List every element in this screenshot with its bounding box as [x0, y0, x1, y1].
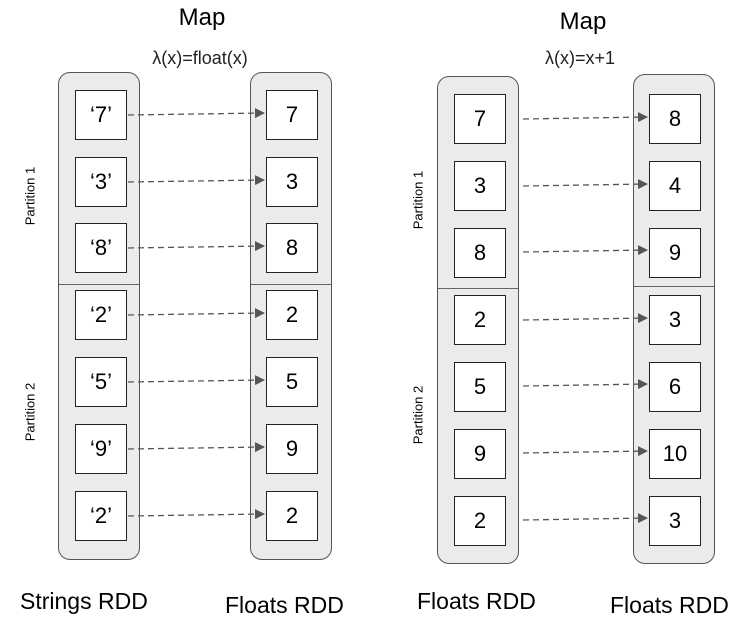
- right-arrow-4: [522, 313, 648, 324]
- right-arrow-6: [522, 446, 648, 457]
- left-map-title: Map: [178, 4, 226, 31]
- right-source-element-5: 5: [454, 362, 506, 412]
- left-target-element-7: 2: [266, 491, 318, 541]
- left-target-element-5: 5: [266, 357, 318, 407]
- right-map-function: λ(x)=x+1: [544, 48, 616, 68]
- right-target-element-5: 6: [649, 362, 701, 412]
- left-source-element-6: ‘9’: [75, 424, 127, 474]
- left-arrow-7: [127, 509, 265, 520]
- left-source-partition-divider: [59, 284, 139, 285]
- left-target-element-3: 8: [266, 223, 318, 273]
- right-target-caption: Floats RDD: [610, 592, 729, 618]
- right-target-element-6: 10: [649, 429, 701, 479]
- left-source-element-1: ‘7’: [75, 90, 127, 140]
- left-arrow-6: [127, 442, 265, 453]
- left-arrow-4: [127, 308, 265, 319]
- right-map-title: Map: [559, 8, 607, 35]
- right-source-element-2: 3: [454, 161, 506, 211]
- left-arrow-5: [127, 375, 265, 386]
- left-source-element-7: ‘2’: [75, 491, 127, 541]
- right-arrow-1: [522, 112, 648, 123]
- right-target-element-2: 4: [649, 161, 701, 211]
- left-arrow-1: [127, 108, 265, 119]
- right-source-element-1: 7: [454, 94, 506, 144]
- left-source-element-2: ‘3’: [75, 157, 127, 207]
- left-target-element-2: 3: [266, 157, 318, 207]
- left-source-caption: Strings RDD: [20, 588, 148, 614]
- right-source-element-3: 8: [454, 228, 506, 278]
- right-source-element-4: 2: [454, 295, 506, 345]
- left-arrow-3: [127, 241, 265, 252]
- left-source-element-5: ‘5’: [75, 357, 127, 407]
- right-source-partition-divider: [438, 288, 518, 289]
- right-arrow-5: [522, 379, 648, 390]
- left-target-element-1: 7: [266, 90, 318, 140]
- right-arrow-2: [522, 179, 648, 190]
- right-target-partition-divider: [634, 286, 714, 287]
- right-arrow-7: [522, 513, 648, 524]
- right-source-caption: Floats RDD: [417, 588, 536, 614]
- right-target-element-3: 9: [649, 228, 701, 278]
- left-target-caption: Floats RDD: [225, 592, 344, 618]
- right-source-element-7: 2: [454, 496, 506, 546]
- right-arrow-3: [522, 245, 648, 256]
- left-arrow-2: [127, 175, 265, 186]
- left-source-element-3: ‘8’: [75, 223, 127, 273]
- left-target-element-4: 2: [266, 290, 318, 340]
- left-target-partition-divider: [251, 284, 331, 285]
- right-source-element-6: 9: [454, 429, 506, 479]
- right-target-element-7: 3: [649, 496, 701, 546]
- left-source-element-4: ‘2’: [75, 290, 127, 340]
- left-map-function: λ(x)=float(x): [152, 48, 248, 68]
- right-target-element-4: 3: [649, 295, 701, 345]
- right-target-element-1: 8: [649, 94, 701, 144]
- left-target-element-6: 9: [266, 424, 318, 474]
